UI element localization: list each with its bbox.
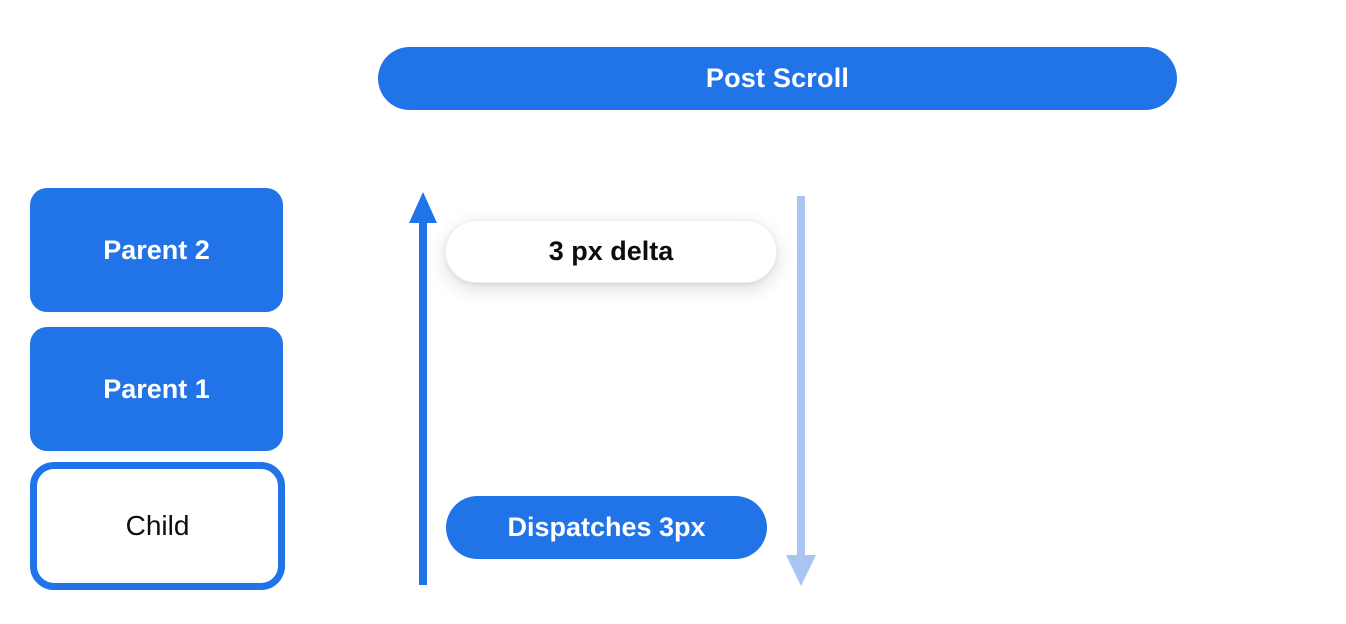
parent-1-label: Parent 1 [103,373,210,404]
parent-1-box: Parent 1 [30,327,283,451]
delta-pill-label: 3 px delta [548,236,674,266]
delta-pill: 3 px delta [445,220,777,283]
dispatch-down-arrow [786,196,816,586]
parent-2-box: Parent 2 [30,188,283,312]
post-scroll-label: Post Scroll [705,63,850,93]
dispatch-pill-label: Dispatches 3px [507,512,706,542]
child-label: Child [125,510,190,541]
scroll-up-arrow [409,192,437,585]
parent-2-label: Parent 2 [103,234,210,265]
post-scroll-bar: Post Scroll [378,47,1177,110]
dispatch-pill: Dispatches 3px [446,496,767,559]
child-box: Child [30,462,285,590]
